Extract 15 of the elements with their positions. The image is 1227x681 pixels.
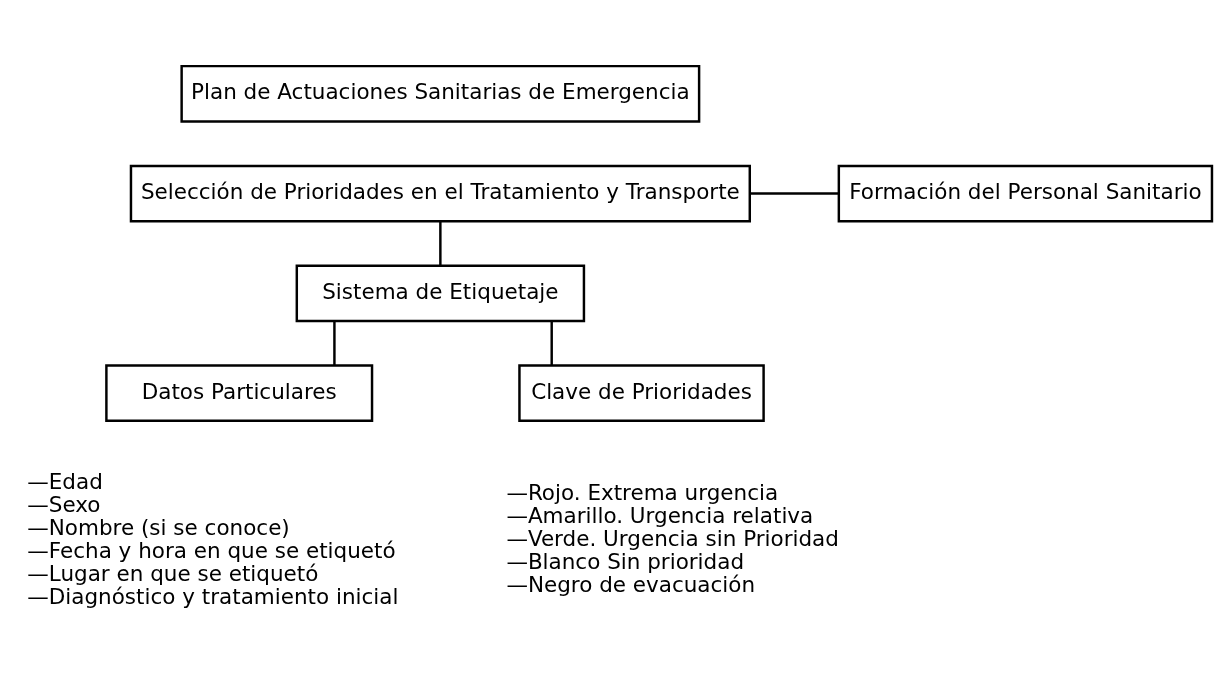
node-box: Formación del Personal Sanitario	[837, 164, 1214, 222]
node-label: —Fecha y hora en que se etiquetó	[27, 537, 396, 563]
node-label: —Rojo. Extrema urgencia	[506, 479, 779, 505]
connector	[439, 220, 442, 266]
connector	[333, 320, 336, 366]
node-label: —Edad	[27, 468, 103, 494]
connector	[550, 320, 553, 366]
connector	[750, 191, 839, 195]
node-box: Sistema de Etiquetaje	[295, 264, 586, 322]
node-label: —Nombre (si se conoce)	[27, 514, 290, 540]
node-box: Clave de Prioridades	[518, 363, 765, 422]
node-label: —Sexo	[27, 491, 101, 517]
node-box: Selección de Prioridades en el Tratamiento y Transporte	[129, 164, 751, 222]
node-box: Plan de Actuaciones Sanitarias de Emergencia	[180, 64, 701, 123]
node-box: Datos Particulares	[105, 363, 374, 422]
